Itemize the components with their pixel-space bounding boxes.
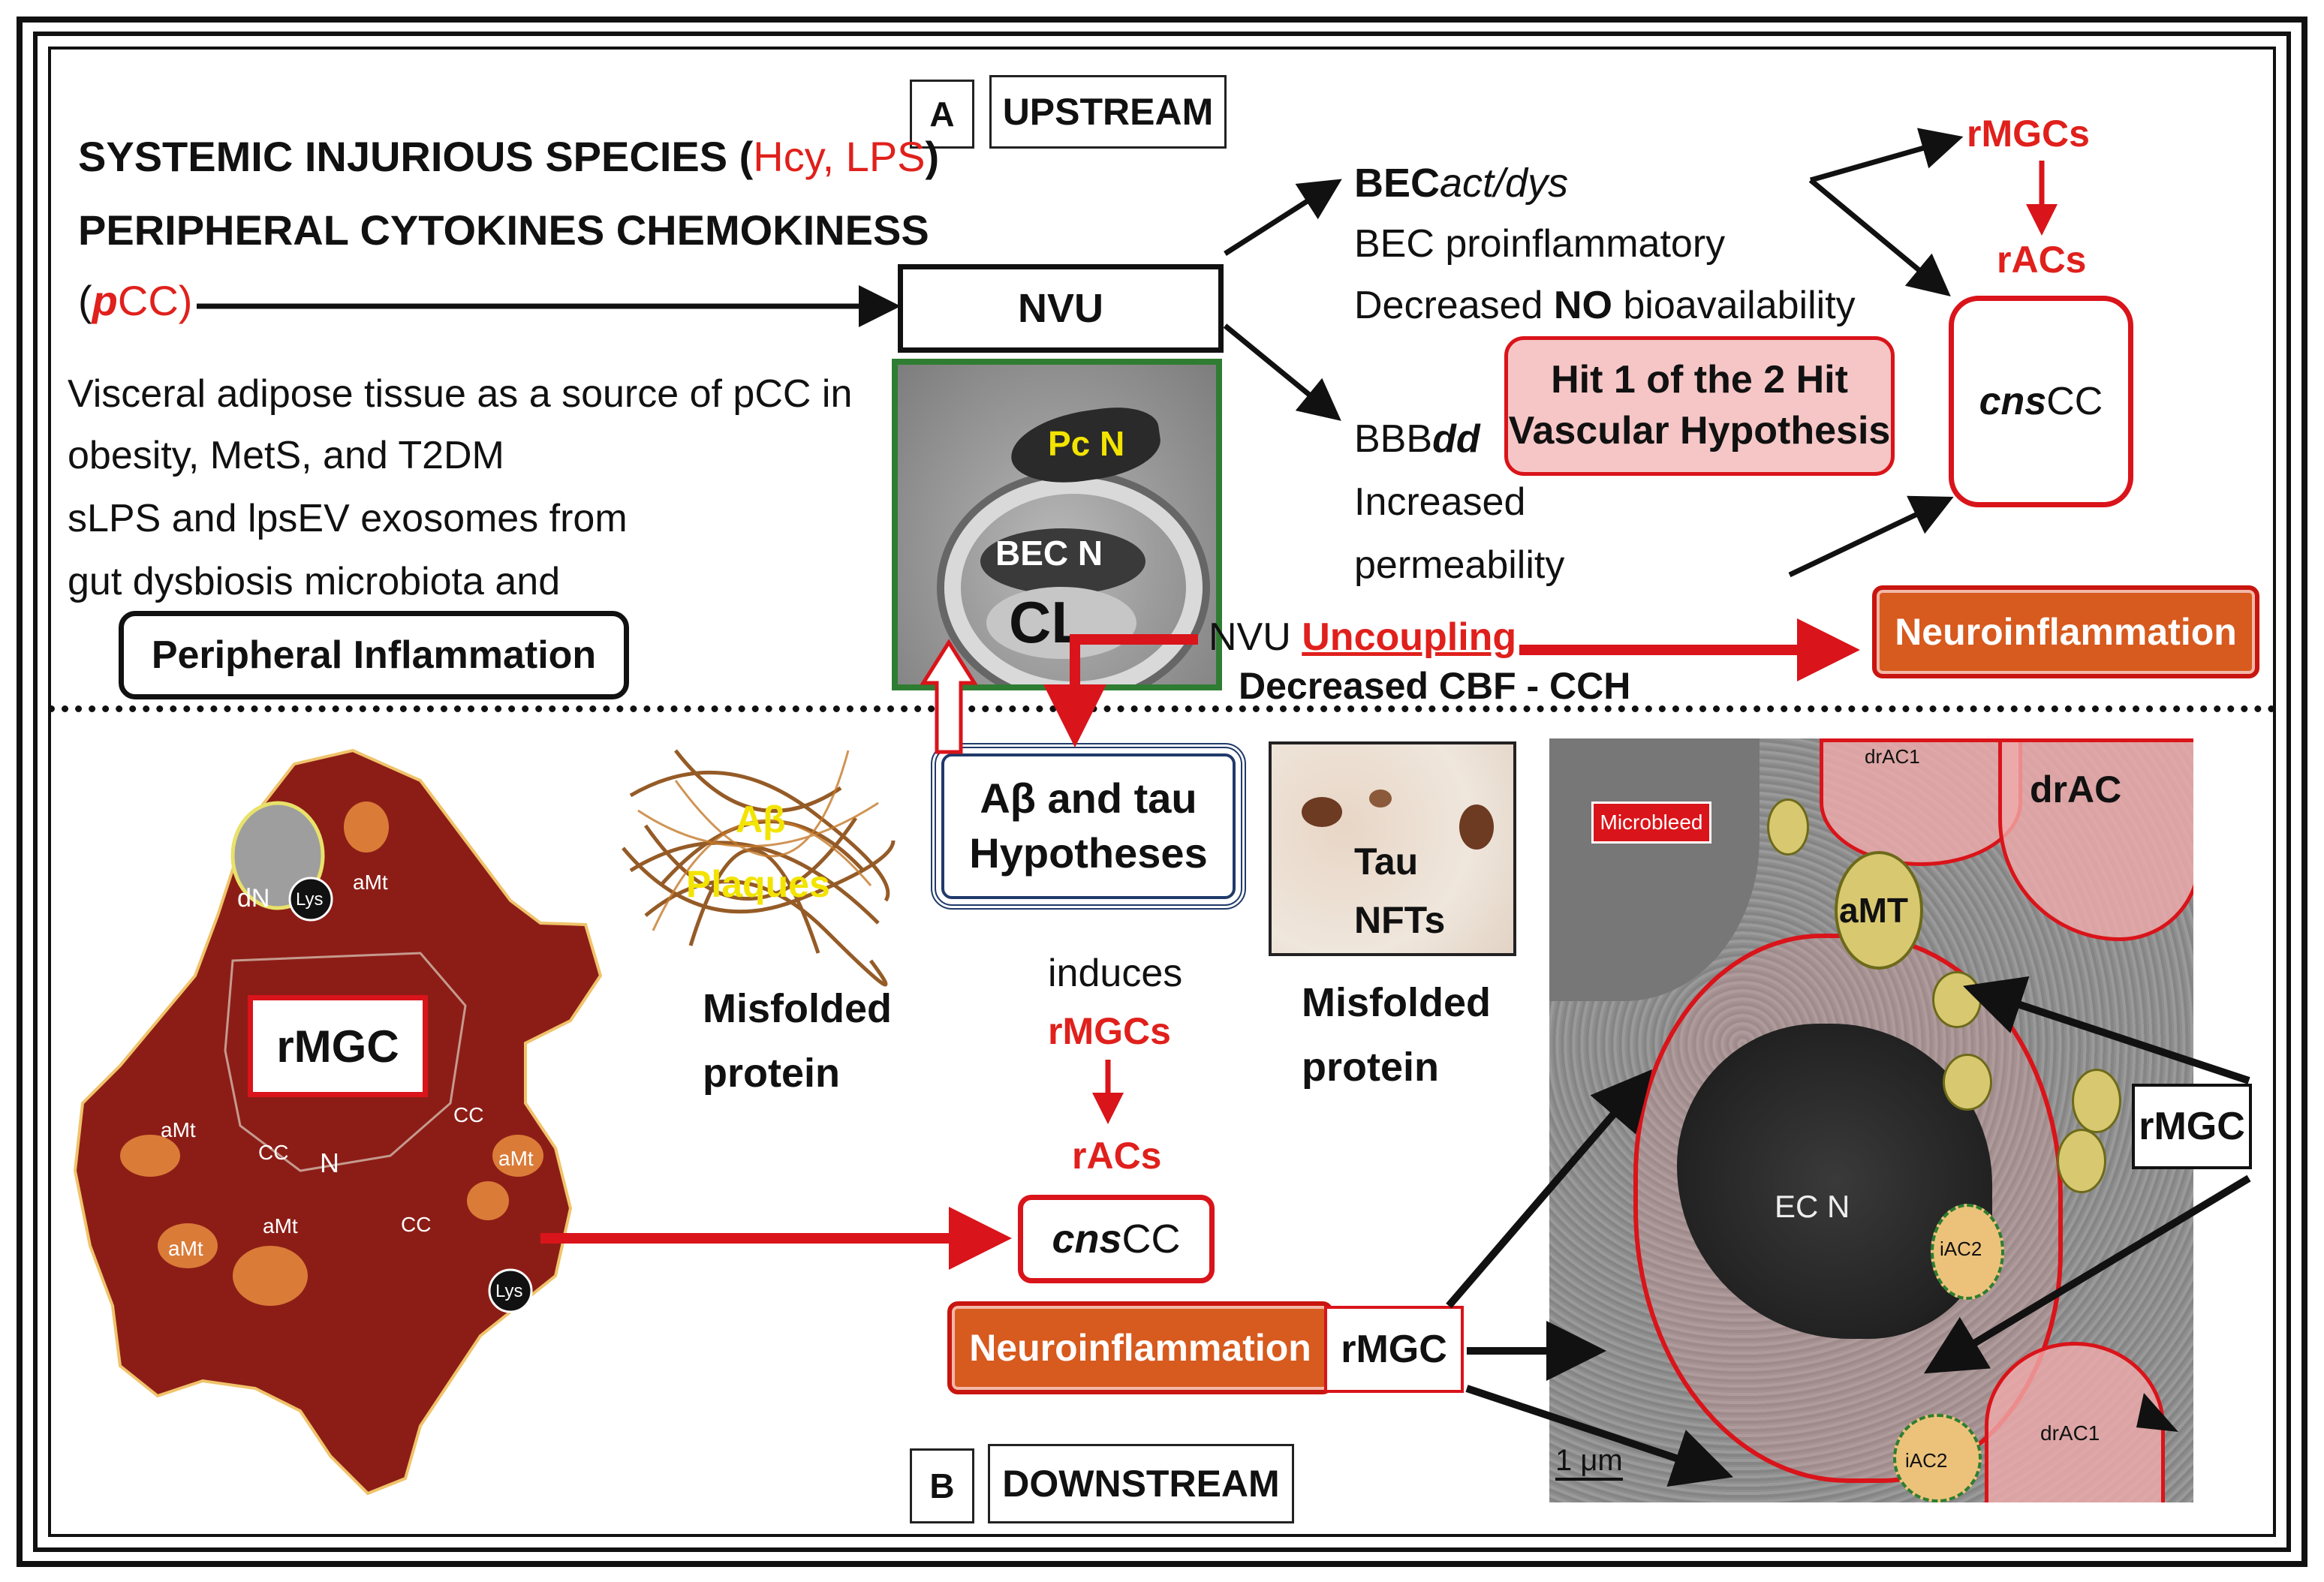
bec-proinflammatory: BEC proinflammatory <box>1354 222 1726 266</box>
cell-label-amt-1: aMt <box>353 871 388 894</box>
tem-drac-top <box>1820 738 2022 866</box>
ab-plaques-label-1: Aβ <box>736 799 786 841</box>
panel-a-letter: A <box>910 80 974 149</box>
induces: induces <box>1048 952 1183 995</box>
bbb-dd: BBBdd <box>1354 417 1480 461</box>
nvu-uncoupling: NVU Uncoupling <box>1209 615 1517 659</box>
cell-label-amt-5: aMt <box>498 1147 534 1170</box>
tem-label-drac: drAC <box>2030 768 2122 811</box>
cell-label-amt-2: aMt <box>161 1118 196 1141</box>
visceral-line-1: Visceral adipose tissue as a source of p… <box>68 372 853 416</box>
misfolded-right-1: Misfolded <box>1302 980 1491 1025</box>
rmgcs-top: rMGCs <box>1967 113 2090 155</box>
peripheral-inflammation-box: Peripheral Inflammation <box>119 611 629 699</box>
tem-scale-label: 1 μm <box>1555 1444 1623 1481</box>
decreased-no: Decreased NO bioavailability <box>1354 284 1856 327</box>
outer-frame <box>17 17 2307 1567</box>
micro-label-pc-n: Pc N <box>1048 424 1125 463</box>
rmgc-bottom-box: rMGC <box>1324 1306 1464 1393</box>
neuroinflammation-box-bottom: Neuroinflammation <box>947 1301 1333 1394</box>
panel-b-title: DOWNSTREAM <box>988 1444 1294 1523</box>
tem-amt-3 <box>1932 971 1982 1028</box>
tau-tangle-3 <box>1369 789 1392 808</box>
permeability: permeability <box>1354 543 1565 587</box>
tau-nfts-image: Tau NFTs <box>1269 741 1516 956</box>
tem-label-ecn: EC N <box>1775 1189 1850 1224</box>
ab-tau-hypotheses-box: Aβ and tau Hypotheses <box>931 743 1246 910</box>
tem-rmgc-box: rMGC <box>2132 1084 2252 1169</box>
cell-label-amt-3: aMt <box>168 1237 203 1260</box>
cell-label-n: N <box>320 1147 339 1178</box>
tau-tangle-2 <box>1459 805 1494 850</box>
panel-b-letter: B <box>910 1448 974 1523</box>
tem-amt-6 <box>2057 1129 2106 1193</box>
cell-label-lys-1: Lys <box>296 889 324 910</box>
visceral-line-4: gut dysbiosis microbiota and <box>68 560 561 603</box>
bec-act-dys: BECact/dys <box>1354 161 1569 206</box>
micro-bec-nucleus <box>980 528 1145 594</box>
micro-label-cl: CL <box>1009 589 1087 655</box>
misfolded-right-2: protein <box>1302 1045 1439 1090</box>
neuroinflammation-box-top: Neuroinflammation <box>1872 585 2259 678</box>
tem-label-amt: aMT <box>1839 891 1908 930</box>
rmgcs-middle: rMGCs <box>1048 1010 1171 1052</box>
cell-label-cc-3: CC <box>401 1213 432 1236</box>
visceral-line-3: sLPS and lpsEV exosomes from <box>68 497 628 540</box>
nvu-box: NVU <box>898 264 1224 353</box>
racs-top: rACs <box>1997 239 2087 281</box>
systemic-line-2: PERIPHERAL CYTOKINES CHEMOKINESS <box>78 206 929 254</box>
hit-hypothesis-box: Hit 1 of the 2 Hit Vascular Hypothesis <box>1504 336 1895 476</box>
tem-label-drac1-bottom: drAC1 <box>2040 1421 2100 1445</box>
tem-image: Microbleed drAC1 drAC aMT EC N iAC2 iAC2… <box>1549 738 2193 1502</box>
tem-amt-2 <box>1767 799 1809 856</box>
tau-tangle-1 <box>1302 797 1342 827</box>
divider-dotted <box>48 705 2276 712</box>
increased: Increased <box>1354 480 1526 524</box>
ab-plaques-label-2: Plaques <box>686 863 830 905</box>
panel-a-title: UPSTREAM <box>989 75 1227 149</box>
tem-label-drac1-top: drAC1 <box>1865 745 1920 768</box>
rmgc-label-box: rMGC <box>248 995 428 1097</box>
racs-middle: rACs <box>1072 1135 1162 1177</box>
cell-label-amt-4: aMt <box>263 1214 298 1238</box>
tem-amt-1 <box>1835 851 1923 970</box>
misfolded-left-2: protein <box>703 1051 840 1096</box>
cell-label-lys-2: Lys <box>495 1281 523 1301</box>
micro-label-bec-n: BEC N <box>995 534 1103 573</box>
tem-iac2-2 <box>1893 1414 1982 1502</box>
cell-label-dn: dN <box>237 884 270 913</box>
tem-amt-4 <box>1943 1054 1992 1111</box>
inner-frame <box>48 47 2276 1537</box>
tem-microbleed-area <box>1549 738 1760 1001</box>
visceral-line-2: obesity, MetS, and T2DM <box>68 434 504 477</box>
nvu-micrograph: Pc N BEC N CL <box>892 359 1222 690</box>
systemic-line-1: SYSTEMIC INJURIOUS SPECIES (Hcy, LPS) <box>78 133 940 180</box>
tau-label-1: Tau <box>1354 841 1419 883</box>
decreased-cbf: Decreased CBF - CCH <box>1239 665 1631 707</box>
tem-label-iac2-1: iAC2 <box>1940 1238 1982 1260</box>
tau-label-2: NFTs <box>1354 899 1446 941</box>
misfolded-left-1: Misfolded <box>703 986 892 1031</box>
tem-label-iac2-2: iAC2 <box>1905 1449 1948 1472</box>
pcc-label: (pCC) <box>78 277 193 324</box>
tem-amt-5 <box>2072 1069 2121 1133</box>
tem-microbleed-label: Microbleed <box>1591 802 1711 844</box>
cell-label-cc-1: CC <box>258 1141 289 1164</box>
cell-label-cc-2: CC <box>453 1103 484 1126</box>
outer-frame-2 <box>33 32 2291 1552</box>
